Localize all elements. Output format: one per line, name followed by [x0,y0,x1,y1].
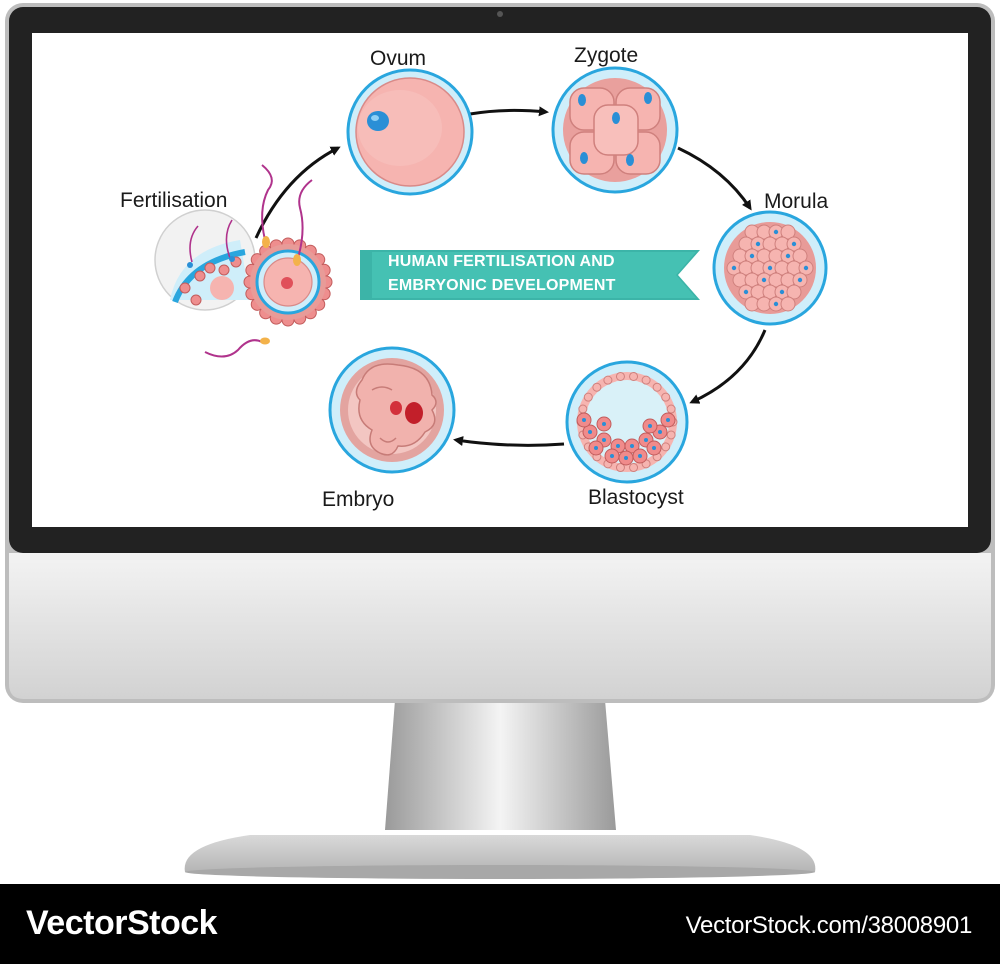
arrow-ovum-to-zygote [469,106,549,117]
zygote-illustration [551,66,679,194]
label-zygote: Zygote [574,44,639,67]
monitor-stand-base [184,835,816,872]
label-morula: Morula [764,190,829,213]
morula-illustration [712,210,828,326]
sperm-tail-1 [261,164,273,241]
image-reference: VectorStock.com/38008901 [685,912,973,939]
brand-logo-text: VectorStock [26,904,218,942]
title-banner [360,250,700,300]
arrow-morula-to-blastocyst [689,329,767,404]
monitor-chin [9,553,991,699]
banner-line-1: HUMAN FERTILISATION AND [388,253,615,270]
embryo-illustration [328,346,456,474]
label-fertilisation: Fertilisation [120,189,228,212]
label-embryo: Embryo [322,488,395,511]
banner-line-2: EMBRYONIC DEVELOPMENT [388,277,616,294]
monitor-stand-neck [385,700,616,830]
label-blastocyst: Blastocyst [588,486,684,509]
blastocyst-illustration [565,360,689,484]
sperm-tail-4 [225,219,233,259]
webcam [497,11,503,17]
sperm-tail-5 [189,225,199,263]
label-ovum: Ovum [370,47,427,70]
sperm-tail-3 [204,339,263,358]
ovum-illustration [346,68,474,196]
morula-cells [726,224,814,312]
blastocyst-inner-cell-mass [576,412,676,466]
watermark-footer: VectorStock VectorStock.com/38008901 [0,884,1000,964]
sperm-tail-2 [297,179,313,259]
fertilisation-illustration [154,164,333,358]
arrow-zygote-to-morula [677,146,752,211]
arrow-blastocyst-to-embryo [453,436,565,447]
